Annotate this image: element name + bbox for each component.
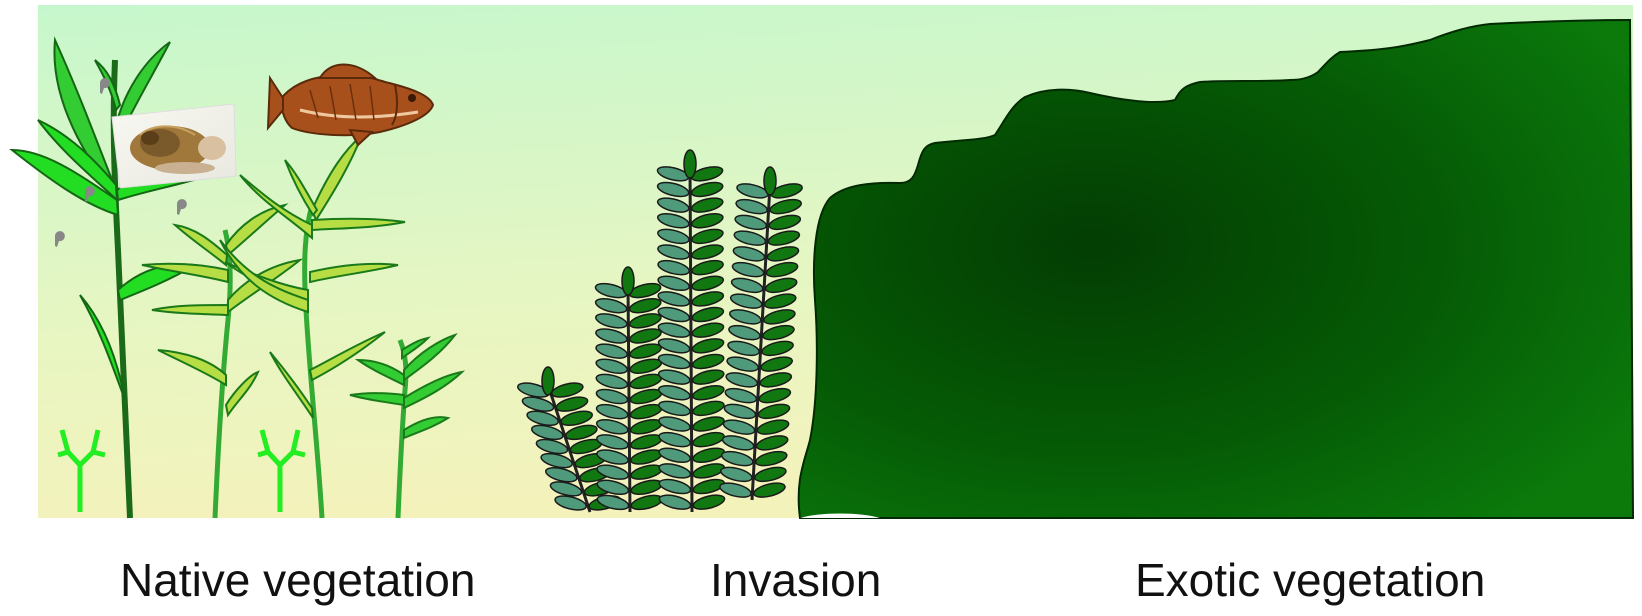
frond-tip bbox=[684, 150, 696, 178]
invasive-frond bbox=[656, 150, 726, 512]
caption-invasion: Invasion bbox=[710, 557, 881, 603]
invasive-frond bbox=[594, 267, 664, 512]
frond-tip bbox=[622, 267, 634, 295]
snail-icon bbox=[112, 104, 236, 188]
frond-tip bbox=[764, 167, 776, 195]
frond-tip bbox=[542, 367, 554, 395]
caption-native-vegetation: Native vegetation bbox=[120, 557, 475, 603]
frond-stem bbox=[628, 285, 630, 512]
caption-exotic-vegetation: Exotic vegetation bbox=[1135, 557, 1485, 603]
